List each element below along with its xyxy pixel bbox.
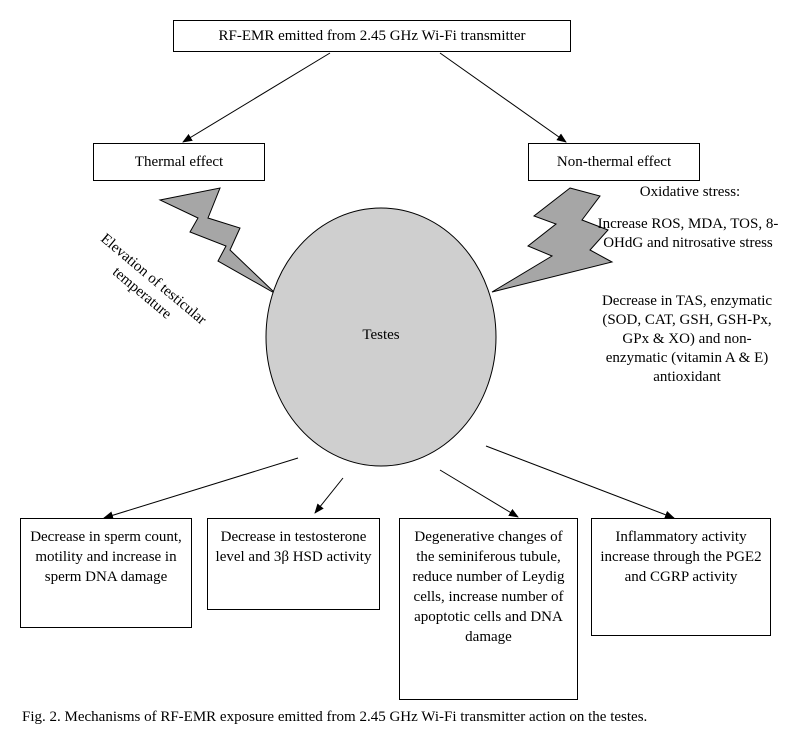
arrow-to-outcome-2 — [314, 477, 344, 514]
arrow-to-outcome-4 — [485, 445, 675, 519]
outcome-box-testosterone: Decrease in testosterone level and 3β HS… — [207, 518, 380, 610]
lightning-bolt-left — [158, 187, 277, 295]
figure-caption: Fig. 2. Mechanisms of RF-EMR exposure em… — [22, 709, 648, 725]
testes-ellipse — [265, 207, 497, 467]
thermal-effect-box: Thermal effect — [93, 143, 265, 181]
oxidative-decrease-text: Decrease in TAS, enzymatic (SOD, CAT, GS… — [601, 293, 773, 385]
source-box: RF-EMR emitted from 2.45 GHz Wi-Fi trans… — [173, 20, 571, 52]
nonthermal-effect-box: Non-thermal effect — [528, 143, 700, 181]
outcome-box-degenerative: Degenerative changes of the seminiferous… — [399, 518, 578, 700]
oxidative-increase-text: Increase ROS, MDA, TOS, 8-OHdG and nitro… — [597, 216, 779, 251]
arrow-source-to-nonthermal — [439, 52, 567, 143]
arrow-source-to-thermal — [182, 52, 331, 143]
testes-label: Testes — [362, 327, 400, 343]
arrow-to-outcome-3 — [439, 469, 519, 518]
oxidative-stress-title: Oxidative stress: — [639, 184, 741, 200]
arrow-to-outcome-1 — [103, 457, 299, 520]
outcome-box-inflammatory: Inflammatory activity increase through t… — [591, 518, 771, 636]
outcome-box-sperm: Decrease in sperm count, motility and in… — [20, 518, 192, 628]
lightning-bolt-right — [491, 187, 614, 293]
